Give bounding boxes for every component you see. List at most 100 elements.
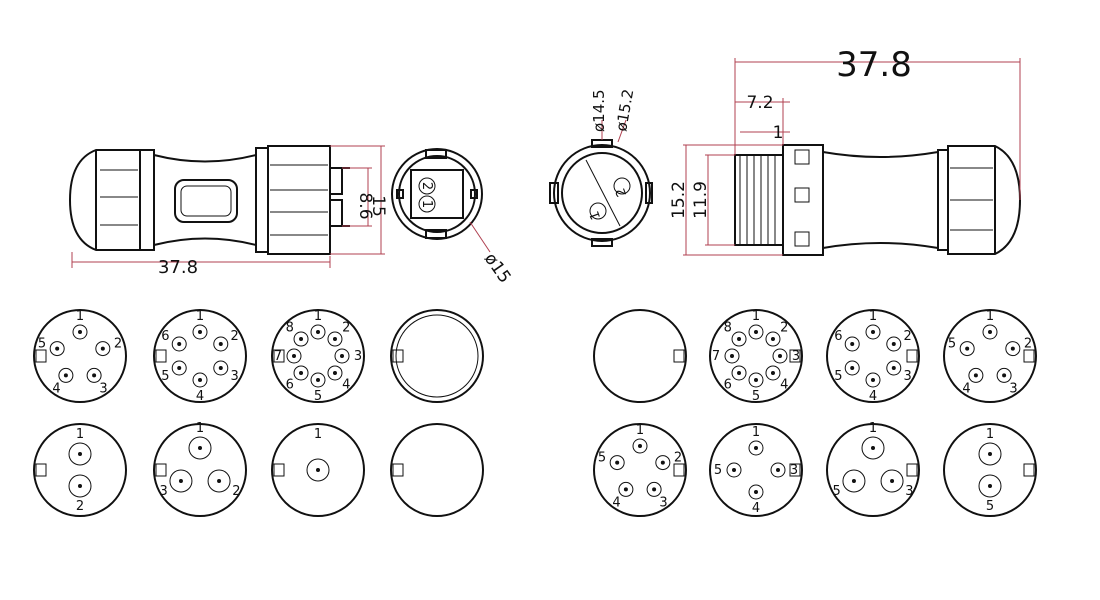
pin-number-label: 5 bbox=[986, 499, 994, 514]
pin-center bbox=[891, 366, 896, 370]
pin-center bbox=[316, 468, 320, 472]
pin-number-label: 5 bbox=[832, 484, 840, 499]
insert-outline bbox=[390, 423, 484, 517]
pin-contact bbox=[748, 484, 764, 500]
left-front-face-view: 2 1 ø15 bbox=[391, 148, 515, 287]
pin-center bbox=[63, 373, 68, 378]
pin-center bbox=[638, 444, 642, 448]
male-insert-face: 12 bbox=[33, 423, 127, 517]
pin-number-label: 1 bbox=[76, 427, 84, 442]
pin-number-label: 6 bbox=[724, 377, 732, 392]
right-diameter-outer-dimension: ø15.2 bbox=[612, 88, 637, 133]
pin-contact bbox=[49, 341, 65, 357]
pin-number-label: 4 bbox=[612, 495, 620, 510]
pin-center bbox=[78, 484, 82, 488]
left-length-dimension: 37.8 bbox=[158, 257, 198, 278]
pin-center bbox=[332, 370, 337, 375]
pin-contact bbox=[748, 324, 764, 340]
pin-number-label: 2 bbox=[780, 321, 788, 336]
pin-center bbox=[198, 446, 202, 450]
pin-contact bbox=[865, 324, 881, 340]
pin-contact bbox=[286, 348, 302, 364]
pin-center bbox=[78, 330, 82, 334]
pin-number-label: 3 bbox=[905, 484, 913, 499]
pin-contact bbox=[1005, 341, 1021, 357]
pin-contact bbox=[886, 336, 902, 352]
pin-number-label: 3 bbox=[792, 349, 800, 364]
pin-number-label: 3 bbox=[231, 369, 239, 384]
pin-number-label: 3 bbox=[99, 381, 107, 396]
right-diameter-inner-dimension: ø14.5 bbox=[590, 89, 608, 132]
key-notch bbox=[273, 463, 285, 477]
pin-center bbox=[299, 337, 304, 342]
pin-contact bbox=[192, 372, 208, 388]
pin-number-label: 4 bbox=[52, 381, 60, 396]
pin-number-label: 4 bbox=[780, 377, 788, 392]
pin-number-label: 2 bbox=[904, 329, 912, 344]
pin-center bbox=[770, 337, 775, 342]
pin-center bbox=[178, 479, 183, 483]
pin-contact bbox=[171, 336, 187, 352]
pin-number-label: 3 bbox=[1009, 381, 1017, 396]
key-notch bbox=[906, 463, 918, 477]
pin-contact bbox=[726, 462, 742, 478]
pin-number-label: 5 bbox=[314, 389, 322, 404]
pin-number-label: 3 bbox=[904, 369, 912, 384]
pin-center bbox=[871, 446, 875, 450]
pin-number-label: 1 bbox=[636, 423, 644, 438]
pin-center bbox=[732, 468, 736, 472]
pin-center bbox=[78, 452, 82, 456]
pin-center bbox=[100, 346, 105, 351]
pin-number-label: 2 bbox=[232, 484, 240, 499]
pin-contact bbox=[844, 360, 860, 376]
male-insert-face bbox=[390, 423, 484, 517]
pin-contact bbox=[213, 336, 229, 352]
pin-number-label: 5 bbox=[714, 463, 722, 478]
key-notch bbox=[155, 349, 167, 363]
pin-center bbox=[988, 484, 992, 488]
left-inner-height-dimension: 8.6 bbox=[355, 192, 375, 219]
pin-number-label: 5 bbox=[752, 389, 760, 404]
pin-center bbox=[316, 330, 320, 334]
pin-contact bbox=[306, 458, 330, 482]
pin-contact bbox=[310, 372, 326, 388]
right-outer-height-dimension: 15.2 bbox=[669, 181, 689, 219]
pin-center bbox=[652, 487, 657, 492]
pin-contact bbox=[861, 436, 885, 460]
pin-contact bbox=[844, 336, 860, 352]
insert-outline bbox=[826, 309, 920, 403]
right-thread-height-dimension: 11.9 bbox=[691, 181, 711, 219]
insert-outline bbox=[33, 423, 127, 517]
pin-contact bbox=[978, 442, 1002, 466]
pin-center bbox=[871, 330, 875, 334]
pin-contact bbox=[188, 436, 212, 460]
female-insert-face bbox=[593, 309, 687, 403]
pin-center bbox=[890, 479, 895, 483]
right-thread-length-dimension: 7.2 bbox=[746, 93, 773, 113]
pin-contact bbox=[68, 442, 92, 466]
face-pin-label: 1 bbox=[419, 200, 434, 208]
right-step-dimension: 1 bbox=[773, 123, 784, 143]
pin-contact bbox=[327, 365, 343, 381]
pin-contact bbox=[886, 360, 902, 376]
pin-contact bbox=[171, 360, 187, 376]
pin-contact bbox=[765, 331, 781, 347]
pin-contact bbox=[731, 365, 747, 381]
insert-outline bbox=[271, 423, 365, 517]
pin-number-label: 1 bbox=[986, 309, 994, 324]
pin-contact bbox=[865, 372, 881, 388]
pin-center bbox=[623, 487, 628, 492]
pin-contact bbox=[842, 469, 866, 493]
pin-center bbox=[217, 479, 222, 483]
pin-contact bbox=[618, 481, 634, 497]
pin-contact bbox=[632, 438, 648, 454]
pin-center bbox=[965, 346, 970, 351]
pin-center bbox=[730, 354, 734, 358]
pin-number-label: 1 bbox=[752, 309, 760, 324]
pin-contact bbox=[327, 331, 343, 347]
pin-center bbox=[871, 378, 875, 382]
